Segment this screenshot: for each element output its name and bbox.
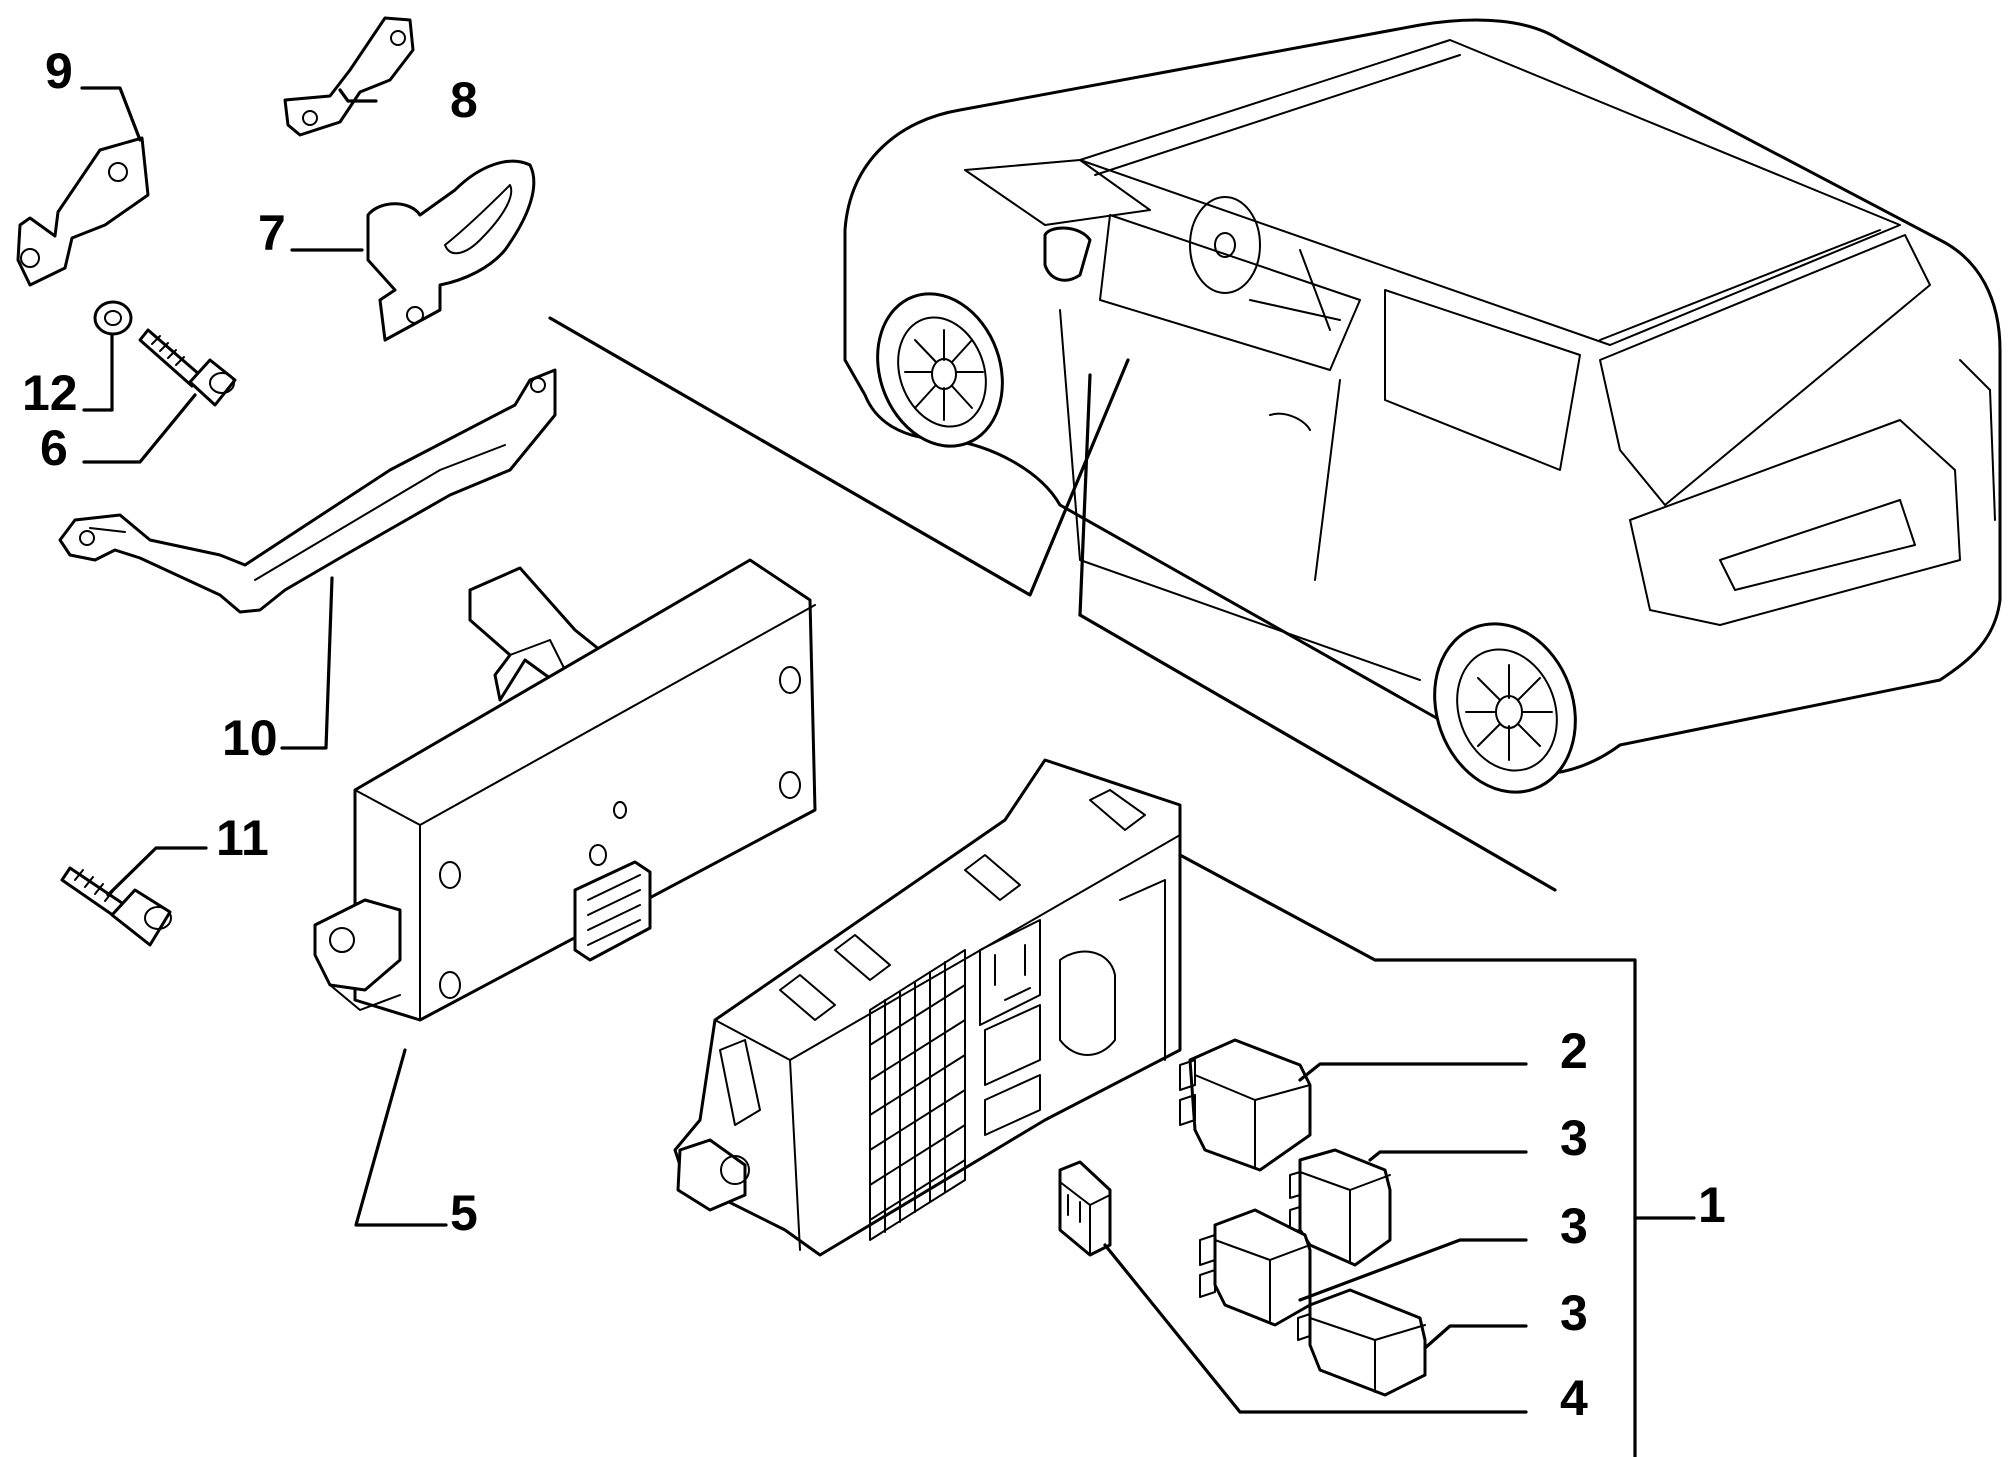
callout-7: 7: [258, 205, 286, 261]
callout-3c: 3: [1560, 1285, 1588, 1341]
callout-8: 8: [450, 72, 478, 128]
part-1-fuse-box: [673, 758, 1182, 1257]
callout-4: 4: [1560, 1370, 1588, 1426]
part-4-fuse: [1058, 1160, 1112, 1257]
part-11-bolt: [60, 866, 172, 947]
part-12-washer: [93, 300, 133, 336]
callout-labels: 9 8 7 12 6 10 11 5 2 3 3 3 4 1: [22, 43, 1726, 1426]
callout-9: 9: [45, 43, 73, 99]
callout-11: 11: [216, 810, 269, 866]
callout-3a: 3: [1560, 1110, 1588, 1166]
callout-3b: 3: [1560, 1198, 1588, 1254]
rear-wheel: [1433, 622, 1577, 794]
leader-lines: [80, 86, 1696, 1457]
part-10-long-bracket: [58, 368, 557, 614]
part-8-clip-bracket: [283, 16, 415, 137]
callout-5: 5: [450, 1185, 478, 1241]
part-3-relay-c: [1297, 1288, 1427, 1397]
callout-2: 2: [1560, 1023, 1588, 1079]
part-2-relay: [1179, 1038, 1312, 1172]
part-9-bracket: [16, 136, 150, 287]
callout-10: 10: [222, 710, 278, 766]
front-wheel: [876, 292, 1004, 448]
callout-12: 12: [22, 365, 78, 421]
part-6-screw: [138, 328, 237, 407]
part-7-cable-guide: [366, 159, 536, 342]
vehicle-illustration: [843, 18, 2002, 794]
callout-6: 6: [40, 420, 68, 476]
part-5-control-module: [313, 558, 817, 1022]
part-3-relay-b: [1199, 1208, 1312, 1327]
callout-1: 1: [1698, 1177, 1726, 1233]
